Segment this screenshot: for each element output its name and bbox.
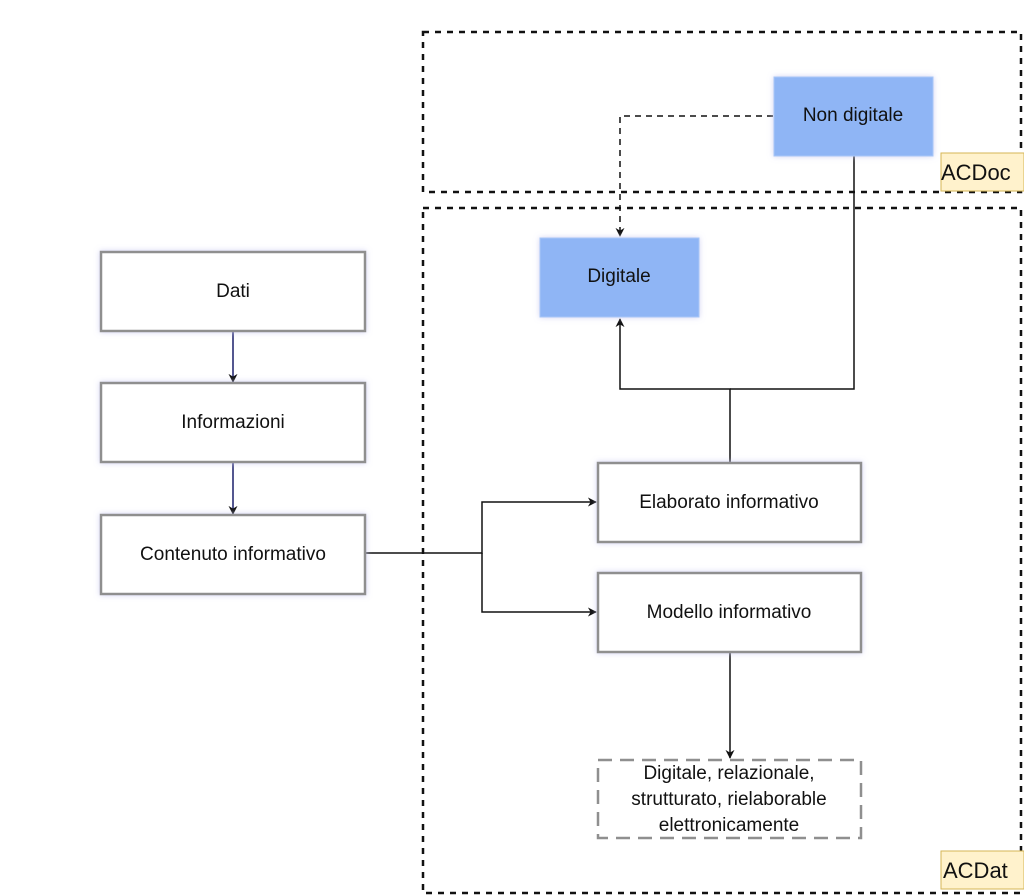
connectors bbox=[228, 115, 859, 759]
connector-elaborato-non-digitale bbox=[730, 147, 859, 390]
connector-contenuto-elaborato bbox=[365, 497, 597, 554]
node-non-digitale-label: Non digitale bbox=[803, 105, 903, 126]
acdoc-label: ACDoc bbox=[941, 160, 1011, 185]
connector-contenuto-modello bbox=[481, 553, 597, 617]
node-modello-label: Modello informativo bbox=[647, 602, 812, 623]
node-elaborato-informativo: Elaborato informativo bbox=[596, 461, 863, 544]
acdat-label: ACDat bbox=[943, 858, 1008, 883]
node-informazioni-label: Informazioni bbox=[181, 412, 285, 433]
node-informazioni: Informazioni bbox=[99, 381, 367, 464]
node-dati: Dati bbox=[99, 250, 367, 333]
node-elaborato-label: Elaborato informativo bbox=[639, 492, 819, 513]
node-dati-label: Dati bbox=[216, 281, 250, 302]
node-digitale-label: Digitale bbox=[587, 266, 650, 287]
note-line-2: strutturato, rielaborable bbox=[631, 789, 826, 810]
node-note: Digitale, relazionale, strutturato, riel… bbox=[596, 758, 863, 840]
note-line-3: elettronicamente bbox=[659, 815, 799, 836]
node-digitale: Digitale bbox=[539, 237, 700, 318]
connector-elaborato-digitale bbox=[615, 318, 731, 462]
acdat-container bbox=[421, 206, 1023, 895]
node-contenuto-label: Contenuto informativo bbox=[140, 544, 326, 565]
connector-non-digitale-digitale bbox=[615, 115, 773, 237]
acdat-tag: ACDat bbox=[940, 850, 1024, 890]
node-non-digitale: Non digitale bbox=[773, 76, 934, 157]
acdoc-container bbox=[421, 30, 1023, 194]
node-modello-informativo: Modello informativo bbox=[596, 571, 863, 654]
acdoc-tag: ACDoc bbox=[940, 152, 1024, 192]
node-contenuto-informativo: Contenuto informativo bbox=[99, 513, 367, 596]
note-line-1: Digitale, relazionale, bbox=[643, 763, 814, 784]
